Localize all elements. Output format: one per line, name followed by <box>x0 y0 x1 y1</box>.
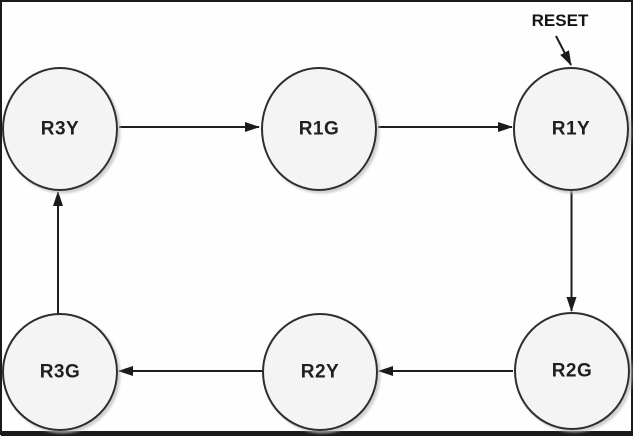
reset-label: RESET <box>532 11 589 30</box>
state-node-r3y: R3Y <box>2 67 118 191</box>
state-node-r2g: R2G <box>514 312 630 430</box>
state-node-r2y: R2Y <box>262 313 378 431</box>
transitions-layer <box>53 35 577 376</box>
reset-arrow <box>555 35 572 66</box>
state-circle-r1y <box>513 67 629 191</box>
state-circle-r1g <box>261 67 377 191</box>
state-node-r1y: R1Y <box>513 67 629 191</box>
state-node-r1g: R1G <box>261 67 377 191</box>
state-label-r2g: R2G <box>552 361 593 382</box>
state-circle-r3g <box>2 313 118 431</box>
state-node-r3g: R3G <box>2 313 118 431</box>
state-label-r1y: R1Y <box>552 119 590 140</box>
state-circle-r3y <box>2 67 118 191</box>
state-label-r3y: R3Y <box>41 119 79 140</box>
state-label-r2y: R2Y <box>301 362 339 383</box>
state-circle-r2g <box>514 312 630 430</box>
state-circle-r2y <box>262 313 378 431</box>
state-label-r3g: R3G <box>40 362 81 383</box>
diagram-frame-bottom-bar <box>1 431 633 436</box>
state-label-r1g: R1G <box>299 119 340 140</box>
states-layer: R3Y R1G R1Y R3G R2Y R2G <box>2 67 630 431</box>
